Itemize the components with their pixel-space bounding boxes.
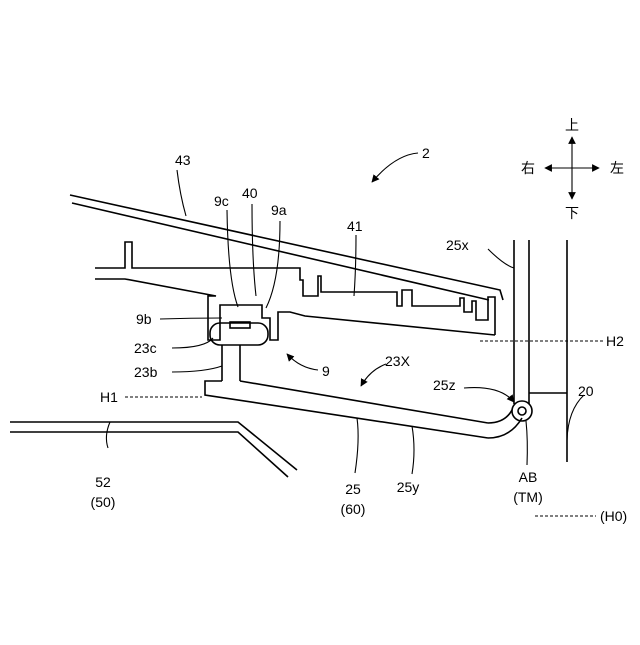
label-9b: 9b [136, 311, 152, 327]
leader-25x [488, 249, 514, 268]
label-9: 9 [322, 363, 330, 379]
label-H1: H1 [100, 389, 118, 405]
inner-panel-41 [95, 242, 495, 340]
direction-right-label: 右 [521, 160, 535, 176]
label-23c: 23c [134, 340, 157, 356]
label-25z: 25z [433, 377, 456, 393]
label-AB: AB [519, 469, 538, 485]
leader-AB [526, 421, 527, 465]
label-41: 41 [347, 218, 363, 234]
label-25x: 25x [446, 237, 469, 253]
label-9c: 9c [214, 193, 229, 209]
leader-23X [361, 364, 386, 386]
leader-23b [172, 366, 222, 372]
leader-9c [227, 210, 238, 307]
label-23b: 23b [134, 364, 158, 380]
label-43: 43 [175, 152, 191, 168]
leader-9b [160, 318, 222, 319]
label-TM: (TM) [513, 489, 543, 505]
leader-9a [266, 221, 280, 308]
leader-lines [106, 153, 584, 474]
label-H0: (H0) [600, 508, 627, 524]
wall-20 [514, 240, 567, 462]
leader-43 [177, 170, 186, 216]
leader-2 [372, 153, 418, 182]
label-H2: H2 [606, 333, 624, 349]
direction-up-label: 上 [565, 117, 579, 133]
leader-25 [355, 418, 358, 473]
direction-down-label: 下 [565, 205, 579, 221]
leader-25y [412, 426, 414, 474]
direction-indicator: 上 下 右 左 [521, 117, 624, 221]
lower-member-25 [205, 381, 522, 438]
label-40: 40 [242, 185, 258, 201]
label-9a: 9a [271, 202, 287, 218]
label-52: 52 [95, 474, 111, 490]
direction-left-label: 左 [610, 160, 624, 176]
label-20: 20 [578, 383, 594, 399]
label-25: 25 [345, 481, 361, 497]
leader-20 [567, 395, 584, 440]
lower-panel-52 [10, 422, 297, 477]
label-2: 2 [422, 145, 430, 161]
leader-25z [464, 388, 514, 402]
leader-40 [252, 204, 256, 296]
label-23X: 23X [385, 353, 411, 369]
clip-23 [210, 322, 268, 381]
label-25y: 25y [397, 479, 420, 495]
reference-labels: 2 43 40 9c 9a 41 25x 9b 23c 23b 9 23X 25… [91, 145, 628, 524]
leader-52 [106, 422, 110, 448]
label-50: (50) [91, 494, 116, 510]
leader-23c [172, 338, 213, 348]
leader-41 [354, 235, 356, 296]
label-60: (60) [341, 501, 366, 517]
leader-9 [287, 354, 318, 370]
